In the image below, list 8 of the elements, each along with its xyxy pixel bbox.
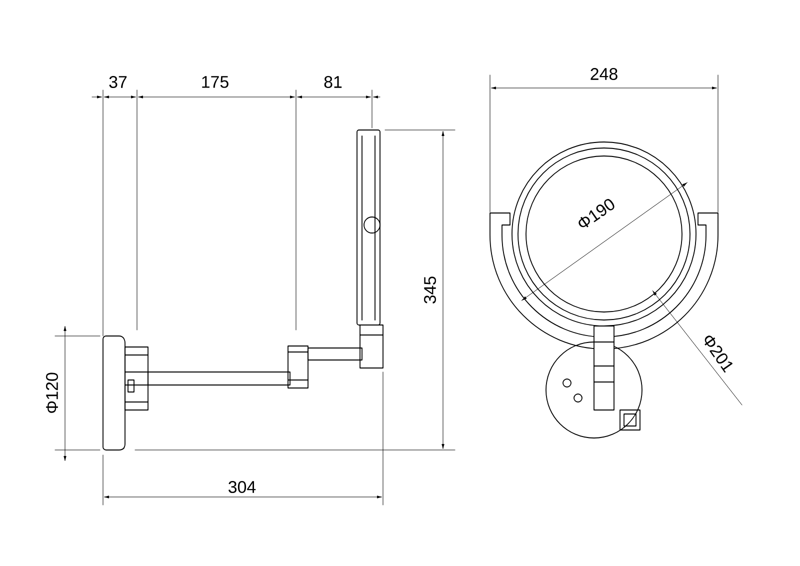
dimension-label: 37 <box>109 76 127 88</box>
dimension-label: 81 <box>324 76 342 88</box>
dimension-label: 345 <box>424 276 436 304</box>
dimension-label: Φ190 <box>578 199 614 228</box>
dimension-label: Φ120 <box>46 372 58 413</box>
dimension-label: 175 <box>202 76 228 88</box>
dimension-label: 248 <box>590 68 618 80</box>
dimension-label: 304 <box>228 481 256 493</box>
